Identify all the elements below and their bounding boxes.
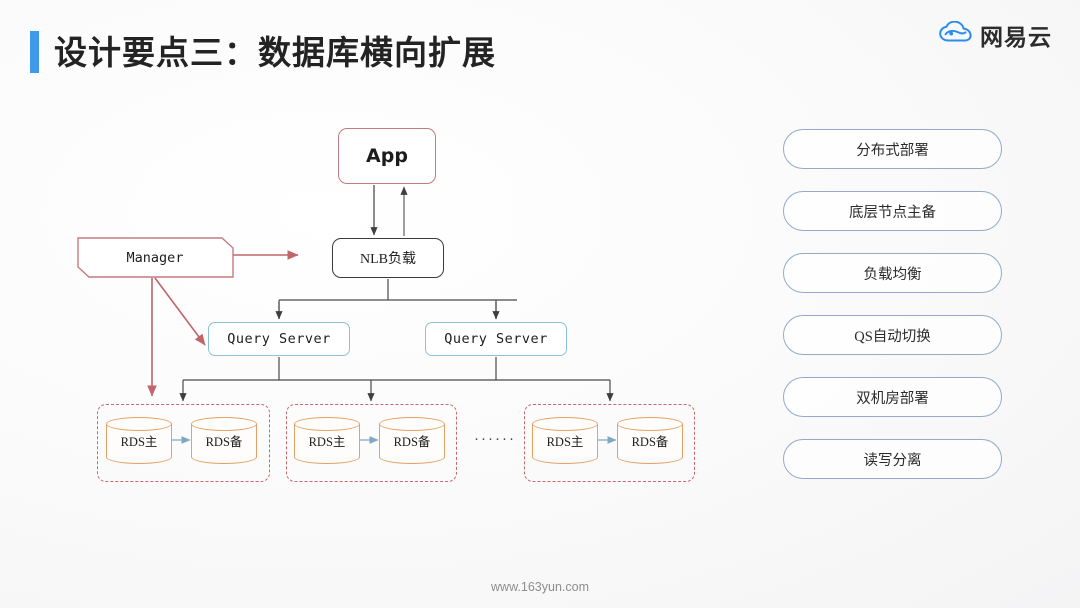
node-nlb[interactable]: NLB负载 <box>332 238 444 278</box>
brand-logo: 网易云 <box>939 18 1052 52</box>
rds-standby-3[interactable]: RDS备 <box>617 417 683 464</box>
rds-standby-label: RDS备 <box>205 435 243 449</box>
rds-standby-label: RDS备 <box>631 435 669 449</box>
connector-nlb-bus <box>278 279 517 319</box>
footer-url: www.163yun.com <box>491 580 589 594</box>
rds-primary-1[interactable]: RDS主 <box>106 417 172 464</box>
rds-standby-label: RDS备 <box>393 435 431 449</box>
cylinder-top <box>191 417 257 431</box>
rds-group-1 <box>97 404 270 482</box>
rds-primary-3[interactable]: RDS主 <box>532 417 598 464</box>
node-app[interactable]: App <box>338 128 436 184</box>
architecture-diagram: App NLB负载 Manager Query Server Query Ser… <box>77 128 695 482</box>
rds-primary-label: RDS主 <box>308 435 346 449</box>
rds-primary-2[interactable]: RDS主 <box>294 417 360 464</box>
rds-standby-2[interactable]: RDS备 <box>379 417 445 464</box>
cylinder-top <box>532 417 598 431</box>
brand-name: 网易云 <box>980 25 1052 51</box>
feature-pill-read-write-split[interactable]: 读写分离 <box>783 439 1002 479</box>
diagram-connectors <box>77 185 617 444</box>
connector-manager-to-qs1 <box>154 277 206 346</box>
manager-box-shape <box>77 237 234 278</box>
cylinder-top <box>617 417 683 431</box>
feature-pill-distributed-deployment[interactable]: 分布式部署 <box>783 129 1002 169</box>
cylinder-top <box>379 417 445 431</box>
node-query-server-2[interactable]: Query Server <box>425 322 567 356</box>
cloud-icon <box>939 20 973 50</box>
feature-pill-qs-auto-switch[interactable]: QS自动切换 <box>783 315 1002 355</box>
rds-group-3 <box>524 404 695 482</box>
feature-pill-load-balancing[interactable]: 负载均衡 <box>783 253 1002 293</box>
node-query-server-1[interactable]: Query Server <box>208 322 350 356</box>
rds-primary-label: RDS主 <box>120 435 158 449</box>
cylinder-top <box>294 417 360 431</box>
feature-pill-dual-datacenter[interactable]: 双机房部署 <box>783 377 1002 417</box>
rds-group-2 <box>286 404 457 482</box>
rds-standby-1[interactable]: RDS备 <box>191 417 257 464</box>
feature-pill-list: 分布式部署 底层节点主备 负载均衡 QS自动切换 双机房部署 读写分离 <box>783 129 1002 501</box>
rds-ellipsis: ······ <box>474 432 516 448</box>
title-accent-bar <box>30 31 39 73</box>
node-manager[interactable]: Manager <box>126 249 184 266</box>
cylinder-top <box>106 417 172 431</box>
page-title: 设计要点三：数据库横向扩展 <box>54 33 496 72</box>
feature-pill-node-primary-standby[interactable]: 底层节点主备 <box>783 191 1002 231</box>
connector-qs-bus <box>183 357 610 381</box>
rds-primary-label: RDS主 <box>546 435 584 449</box>
